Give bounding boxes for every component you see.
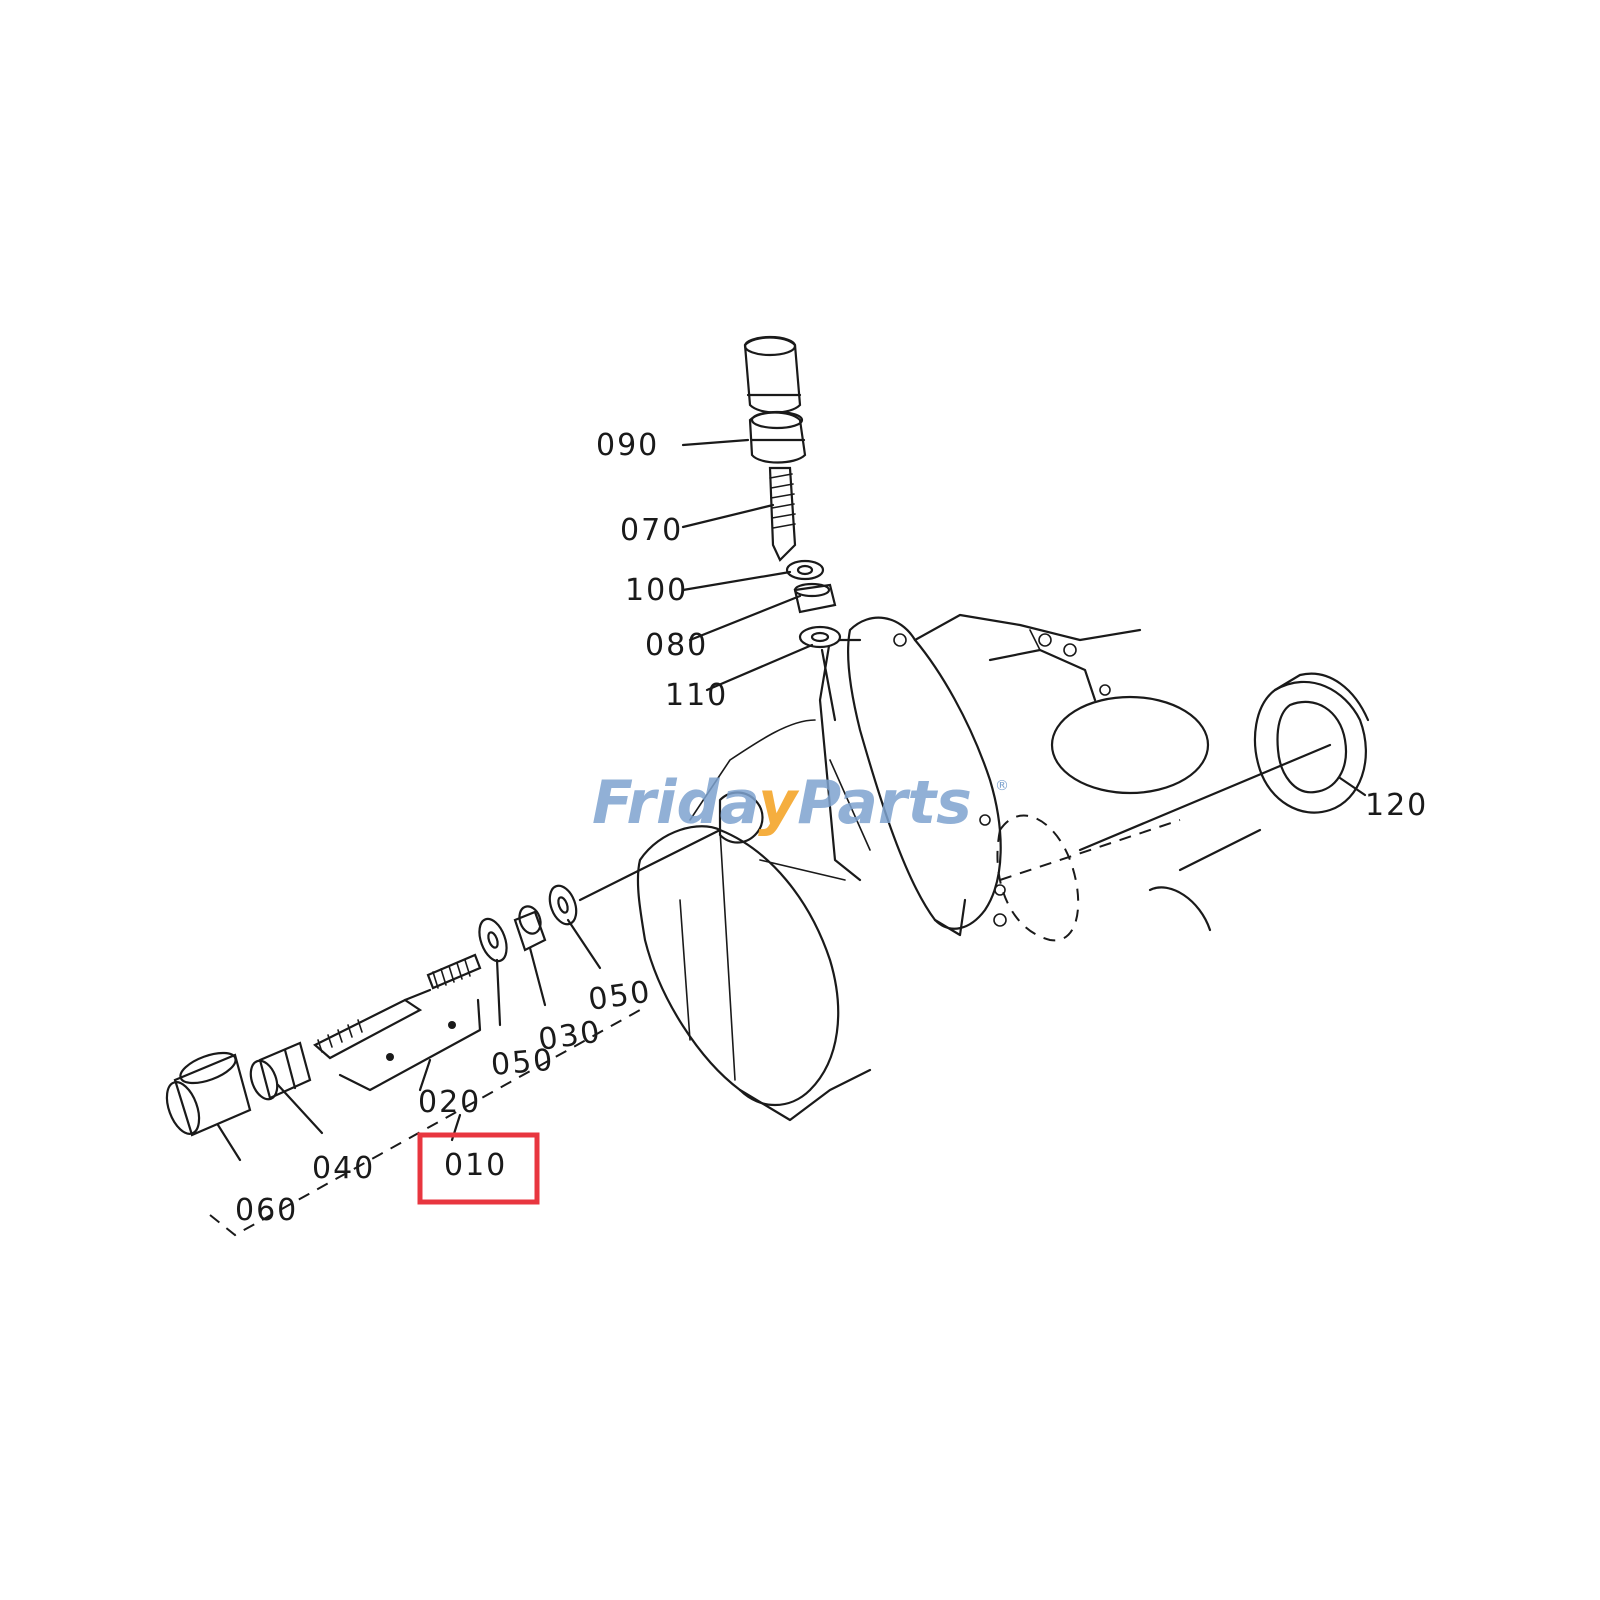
callout-050-right: 050: [586, 974, 654, 1017]
vertical-valve-assembly: [743, 335, 842, 722]
highlight-box-010: [417, 1132, 540, 1205]
registered-mark: ®: [995, 778, 1009, 794]
horizontal-valve-assembly: [165, 828, 722, 1137]
callout-090: 090: [596, 428, 659, 463]
transmission-housing: [636, 613, 1262, 1122]
callout-080: 080: [645, 628, 708, 663]
oil-seal-120: [1253, 672, 1370, 814]
watermark-text-part2: y: [758, 768, 800, 838]
seal-axis-line: [1078, 743, 1332, 852]
svg-text:FridayParts: FridayParts: [592, 768, 972, 838]
callout-100: 100: [625, 573, 688, 608]
assembly-bracket-010: [209, 1009, 641, 1237]
fridayparts-watermark: FridayParts ®: [592, 768, 1009, 838]
callout-060: 060: [235, 1193, 298, 1228]
watermark-text-part3: Parts: [797, 768, 972, 838]
watermark-text-part1: Frida: [592, 768, 758, 838]
callout-110: 110: [665, 678, 728, 713]
callout-070: 070: [620, 513, 683, 548]
callout-020: 020: [418, 1085, 481, 1120]
leader-lines: [216, 438, 1367, 1162]
callout-050-left: 050: [490, 1043, 556, 1083]
callout-120: 120: [1365, 788, 1428, 823]
callout-010: 010: [444, 1148, 507, 1183]
callout-030: 030: [536, 1014, 604, 1057]
callout-040: 040: [312, 1151, 375, 1186]
seal-dashed-axis: [999, 819, 1181, 881]
